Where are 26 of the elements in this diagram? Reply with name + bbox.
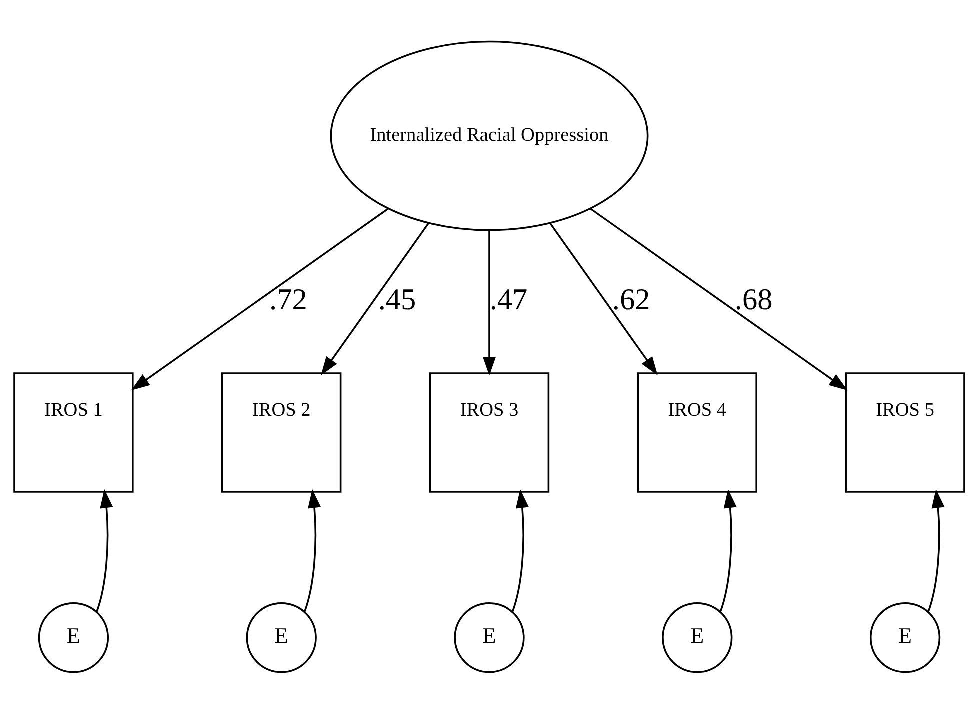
edge-label: .72: [269, 282, 307, 317]
arrow: [590, 208, 848, 391]
arrow: [130, 208, 388, 391]
arrow: [482, 230, 496, 376]
arrow: [511, 489, 528, 612]
node-circle: E: [662, 602, 732, 674]
node-ellipse: Internalized Racial Oppression: [330, 40, 648, 232]
arrow: [927, 489, 944, 612]
node-circle: E: [246, 602, 316, 674]
edge-label: .47: [489, 282, 528, 317]
node-box: IROS 1: [13, 372, 134, 493]
node-box: IROS 5: [844, 372, 965, 493]
node-box: IROS 2: [221, 372, 342, 493]
arrow: [719, 489, 736, 612]
edge-label: .68: [734, 282, 772, 317]
edge-label: .62: [612, 282, 650, 317]
node-box: IROS 3: [428, 372, 550, 493]
edge-label: .45: [378, 282, 416, 317]
node-circle: E: [454, 602, 524, 674]
arrow: [96, 489, 113, 612]
arrow: [303, 489, 321, 612]
arrow: [548, 222, 658, 376]
node-box: IROS 4: [636, 372, 757, 493]
arrow: [320, 222, 430, 376]
node-circle: E: [869, 602, 940, 674]
node-circle: E: [38, 602, 109, 674]
